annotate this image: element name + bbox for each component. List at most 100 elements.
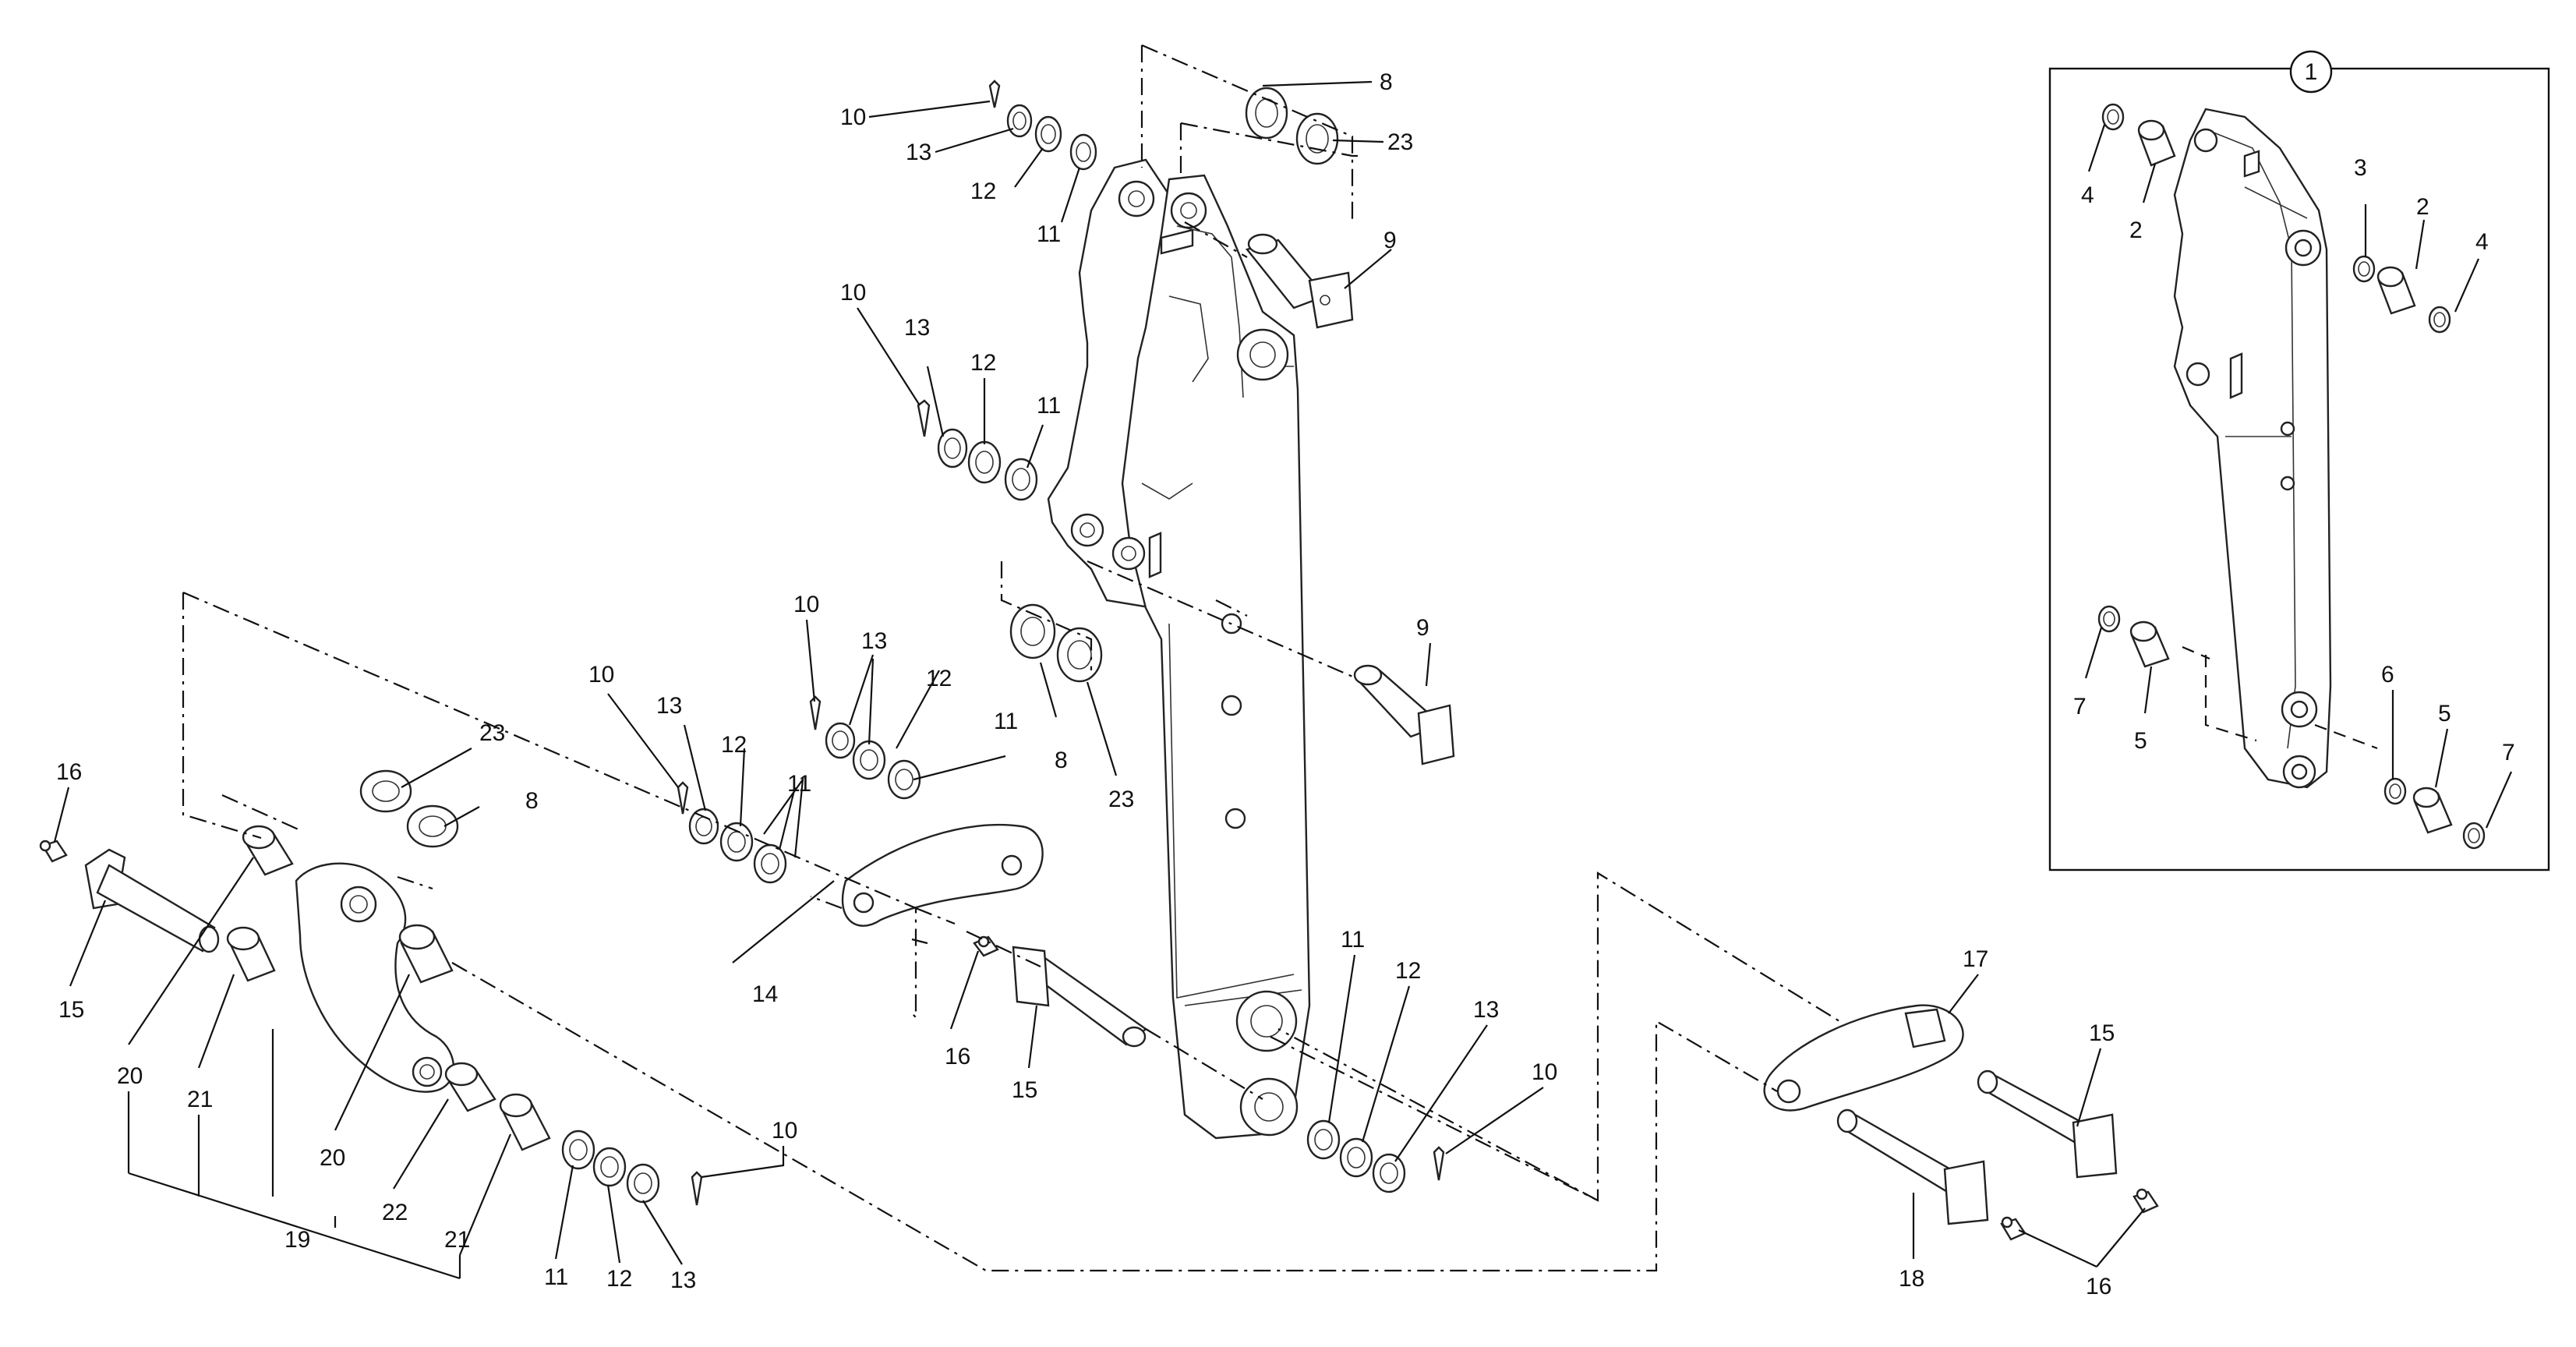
label-13: 13: [656, 693, 682, 719]
label-15: 15: [58, 997, 84, 1023]
label-12: 12: [926, 666, 952, 691]
inset-label-7: 7: [2502, 740, 2515, 765]
grease-fitting-16-right-a: [2133, 1188, 2159, 1214]
label-23: 23: [1387, 129, 1413, 155]
link-14: [841, 823, 1044, 927]
inset-detail-box: 1: [2048, 50, 2550, 871]
label-17: 17: [1963, 946, 1988, 972]
label-22: 22: [382, 1200, 408, 1225]
label-13: 13: [670, 1267, 696, 1293]
inset-label-7: 7: [2073, 694, 2087, 719]
washer-stack-c: [809, 695, 921, 800]
label-20: 20: [117, 1063, 143, 1089]
label-12: 12: [970, 350, 996, 376]
inset-label-5: 5: [2134, 728, 2147, 754]
washer-stack-f: [1306, 1119, 1445, 1193]
label-13: 13: [906, 140, 931, 165]
label-9: 9: [1416, 615, 1429, 641]
pin-15-left: [84, 848, 220, 953]
label-18: 18: [1899, 1266, 1924, 1292]
bushing-20-lower: [398, 924, 454, 984]
pin-15-right: [1977, 1069, 2118, 1179]
label-23: 23: [1108, 787, 1134, 812]
inset-arm: [2173, 108, 2332, 789]
pin-18: [1836, 1108, 1989, 1225]
label-20: 20: [320, 1145, 345, 1171]
inset-label-2: 2: [2416, 194, 2429, 220]
washer-stack-a: [988, 80, 1097, 171]
bushing-21-lower: [499, 1093, 551, 1151]
pin-9-lower: [1353, 664, 1455, 765]
label-16: 16: [945, 1044, 970, 1069]
label-8: 8: [1380, 69, 1393, 95]
inset-bushing-2-right: [2376, 266, 2416, 315]
washer-8-left: [406, 804, 459, 848]
label-11: 11: [544, 1264, 568, 1290]
inset-label-4: 4: [2475, 229, 2489, 255]
inset-seal-4-top-left: [2101, 103, 2125, 131]
inset-shim-6: [2383, 777, 2407, 805]
alignment-line: [1000, 560, 1357, 680]
inset-bushing-5-left: [2129, 620, 2170, 668]
inset-seal-4-right: [2428, 306, 2451, 334]
washer-8-mid: [1009, 603, 1056, 659]
washer-stack-d: [677, 781, 787, 884]
link-17: [1763, 1004, 1964, 1112]
grease-fitting-16-left: [39, 840, 68, 863]
inset-shim-3: [2352, 255, 2376, 283]
alignment-line: [1140, 44, 1358, 258]
inset-label-6: 6: [2381, 662, 2394, 688]
label-10: 10: [840, 104, 866, 130]
label-10: 10: [588, 662, 614, 688]
label-15: 15: [2089, 1020, 2115, 1046]
pin-15-middle: [1012, 946, 1147, 1048]
inset-callout-circle: [2289, 50, 2333, 94]
shim-23-left: [359, 769, 412, 813]
label-21: 21: [187, 1087, 213, 1112]
label-9: 9: [1383, 228, 1397, 253]
inset-seal-7-right: [2462, 822, 2486, 850]
washer-8-upper: [1245, 87, 1288, 140]
inset-bushing-5-right: [2412, 787, 2453, 834]
callout-labels: 10 13 12 11 8 23 9 10 13 12 11 9 8 23 10…: [56, 69, 2115, 1299]
label-11: 11: [1341, 927, 1365, 953]
label-11: 11: [1037, 221, 1061, 247]
label-16: 16: [2086, 1274, 2111, 1299]
shim-23-upper: [1295, 112, 1339, 165]
washer-stack-e: [561, 1130, 703, 1206]
alignment-line: [810, 895, 928, 945]
label-15: 15: [1012, 1077, 1037, 1103]
label-10: 10: [840, 280, 866, 306]
label-16: 16: [56, 759, 82, 785]
label-14: 14: [752, 981, 778, 1007]
inset-label-5: 5: [2438, 701, 2451, 727]
label-11: 11: [787, 771, 811, 797]
label-10: 10: [772, 1118, 797, 1144]
label-12: 12: [721, 732, 747, 758]
inset-label-4: 4: [2081, 182, 2094, 208]
label-8: 8: [525, 788, 539, 814]
label-13: 13: [1473, 997, 1499, 1023]
alignment-line: [182, 591, 1840, 1202]
label-10: 10: [1532, 1059, 1557, 1085]
alignment-line: [221, 794, 1778, 1272]
label-11: 11: [994, 709, 1018, 734]
inset-bushing-2-top-left: [2137, 119, 2176, 167]
inset-label-3: 3: [2354, 155, 2367, 181]
label-12: 12: [970, 179, 996, 204]
dipper-arm: [1047, 158, 1311, 1140]
label-13: 13: [861, 628, 887, 654]
label-12: 12: [606, 1266, 632, 1292]
lever-19: [295, 862, 455, 1093]
shim-23-mid: [1056, 627, 1103, 683]
inset-seal-7-left: [2097, 605, 2121, 633]
inset-callout-number: 1: [2305, 59, 2318, 85]
leader-lines: [53, 80, 2146, 1280]
inset-label-2: 2: [2129, 217, 2143, 243]
pin-9-upper: [1245, 233, 1354, 329]
label-10: 10: [793, 592, 819, 617]
label-21: 21: [444, 1227, 470, 1253]
washer-stack-b: [917, 399, 1038, 501]
label-13: 13: [904, 315, 930, 341]
